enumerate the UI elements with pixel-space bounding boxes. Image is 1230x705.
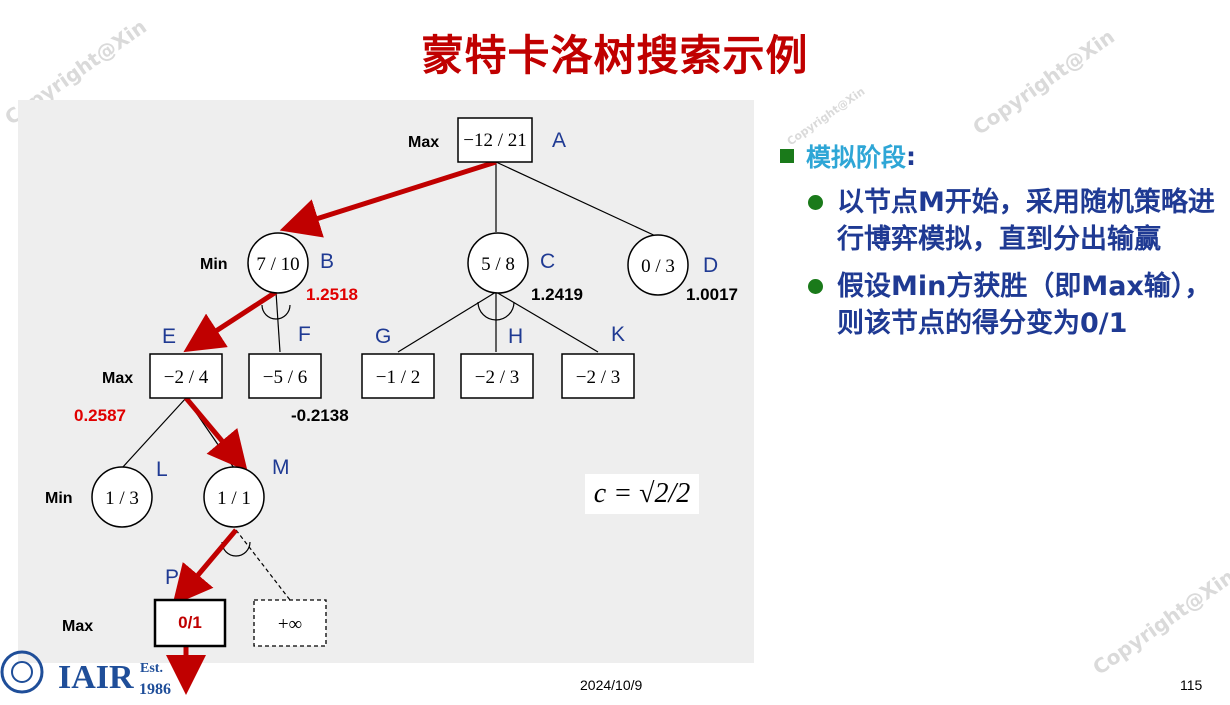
node-b-value: 7 / 10 (256, 254, 299, 275)
logo-year: 1986 (139, 681, 171, 698)
logo-text: IAIR (58, 659, 134, 696)
node-l (91, 466, 153, 528)
node-m-value: 1 / 1 (217, 488, 251, 509)
select-arrow-b-e (183, 289, 278, 353)
node-e-letter: E (162, 325, 176, 348)
node-p-letter: P (165, 566, 179, 589)
node-h-letter: H (508, 325, 523, 348)
node-g-value: −1 / 2 (376, 367, 421, 388)
select-arrow-m-p (172, 528, 238, 606)
node-a (457, 117, 533, 163)
node-l-value: 1 / 3 (105, 488, 139, 509)
round-bullet-icon (808, 195, 823, 210)
node-d-letter: D (703, 254, 718, 277)
round-bullet-icon (808, 279, 823, 294)
node-h (460, 353, 534, 399)
node-f (248, 353, 322, 399)
node-k-letter: K (611, 323, 625, 346)
node-l-role: Min (45, 490, 73, 507)
node-k-value: −2 / 3 (576, 367, 621, 388)
edge-m-inf (235, 529, 291, 601)
node-b-letter: B (320, 250, 334, 273)
node-g (361, 353, 435, 399)
mcts-tree-diagram: −12 / 21 Max A 7 / 10 Min B 1.2518 5 / 8… (45, 117, 738, 695)
section-heading: 模拟阶段 : (780, 138, 1220, 174)
formula-c: c = √2/2 (585, 474, 699, 514)
node-a-letter: A (552, 129, 566, 152)
node-infinity-value: +∞ (278, 614, 302, 635)
node-h-value: −2 / 3 (475, 367, 520, 388)
node-e-role: Max (102, 370, 133, 387)
watermark: Copyright@Xin (1088, 564, 1230, 680)
node-c-value: 5 / 8 (481, 254, 515, 275)
edge-b-f (275, 291, 281, 353)
section-heading-colon: : (906, 141, 917, 171)
node-p-role: Max (62, 618, 93, 635)
node-c (467, 232, 529, 294)
node-d-score: 1.0017 (686, 285, 738, 304)
edge-c-g (397, 291, 497, 353)
node-e-value: −2 / 4 (164, 367, 209, 388)
node-c-score: 1.2419 (531, 285, 583, 304)
node-d-value: 0 / 3 (641, 256, 675, 277)
node-e-score: 0.2587 (74, 406, 126, 425)
node-b-score: 1.2518 (306, 285, 358, 304)
iair-logo: IAIR Est. 1986 (0, 644, 190, 700)
node-e (149, 353, 223, 399)
node-k (561, 353, 635, 399)
node-a-role: Max (408, 134, 439, 151)
node-c-letter: C (540, 250, 555, 273)
node-infinity (253, 599, 327, 647)
node-m-letter: M (272, 456, 290, 479)
edge-e-l (121, 397, 187, 469)
node-a-value: −12 / 21 (463, 130, 527, 151)
node-l-letter: L (156, 458, 168, 481)
square-bullet-icon (780, 149, 794, 163)
select-arrow-e-m (184, 396, 248, 472)
node-p (153, 598, 227, 648)
bullet-text: 假设Min方获胜（即Max输），则该节点的得分变为0/1 (837, 271, 1212, 339)
node-f-letter: F (298, 323, 311, 346)
select-arrow-a-b (279, 159, 497, 238)
node-f-score: -0.2138 (291, 406, 349, 425)
bullet-item: 假设Min方获胜（即Max输），则该节点的得分变为0/1 (780, 268, 1220, 342)
section-heading-text: 模拟阶段 (806, 143, 907, 172)
node-m (203, 466, 265, 528)
node-p-value: 0/1 (178, 613, 202, 632)
bullet-text: 以节点M开始，采用随机策略进行博弈模拟，直到分出输赢 (837, 187, 1215, 255)
node-g-letter: G (375, 325, 391, 348)
arc-b (261, 304, 291, 320)
logo-est: Est. (140, 661, 163, 676)
node-b-role: Min (200, 256, 228, 273)
arc-c (477, 301, 515, 321)
bullet-item: 以节点M开始，采用随机策略进行博弈模拟，直到分出输赢 (780, 184, 1220, 258)
edge-a-d (495, 161, 661, 239)
slide-title: 蒙特卡洛树搜索示例 (421, 31, 809, 80)
node-d (627, 234, 689, 296)
explanation: 模拟阶段 : 以节点M开始，采用随机策略进行博弈模拟，直到分出输赢 假设Min方… (780, 138, 1220, 342)
page-number: 115 (1180, 677, 1203, 693)
edge-c-k (495, 291, 599, 353)
node-b (247, 232, 309, 294)
node-f-value: −5 / 6 (263, 367, 308, 388)
footer-date: 2024/10/9 (580, 677, 643, 693)
